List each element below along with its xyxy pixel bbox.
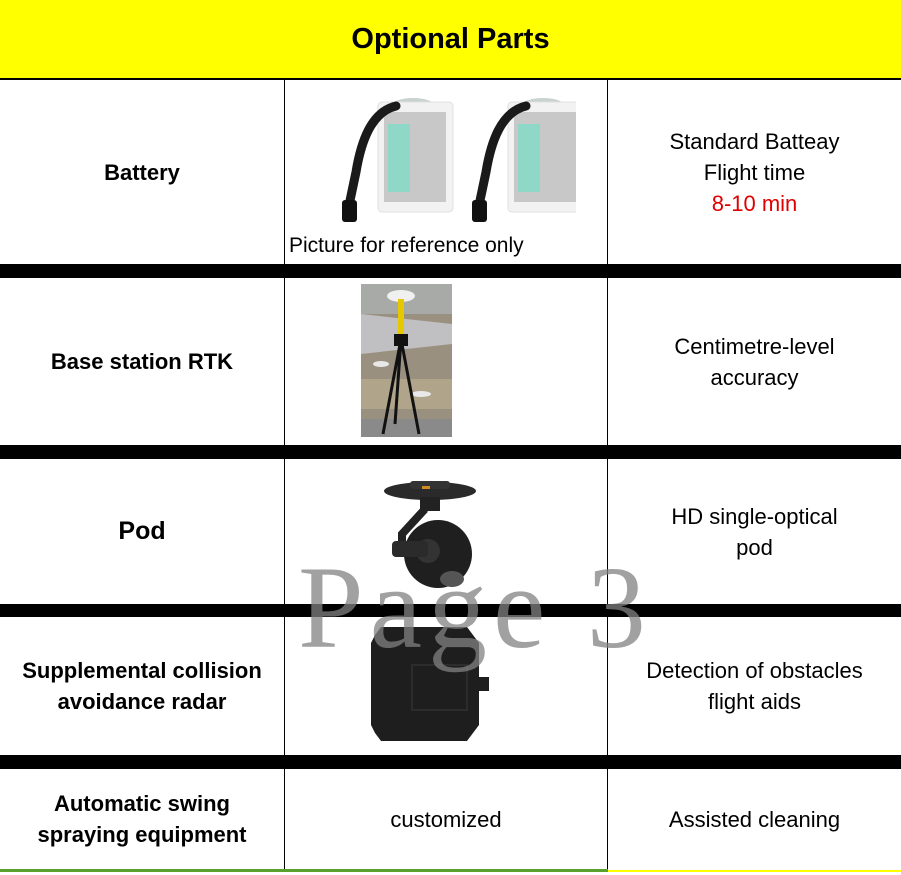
row-label-battery: Battery bbox=[0, 80, 284, 264]
radar-image-cell bbox=[285, 617, 607, 755]
label-text: Pod bbox=[118, 517, 166, 545]
description-line: Assisted cleaning bbox=[668, 806, 841, 832]
row-label-spraying: Automatic swing spraying equipment bbox=[0, 769, 284, 869]
row-label-radar: Supplemental collision avoidance radar bbox=[0, 617, 284, 755]
rtk-description: Centimetre-level accuracy bbox=[608, 278, 901, 445]
label-line: Supplemental collision bbox=[22, 658, 262, 683]
page-title: Optional Parts bbox=[0, 0, 901, 78]
flight-time-value: 8-10 min bbox=[711, 190, 798, 216]
column-divider bbox=[284, 78, 285, 870]
description-line: Detection of obstacles bbox=[646, 658, 863, 683]
divider bbox=[0, 78, 901, 80]
divider bbox=[0, 604, 901, 617]
label-line: spraying equipment bbox=[37, 822, 247, 847]
gimbal-camera-photo-icon bbox=[384, 481, 476, 588]
rtk-image-cell bbox=[285, 278, 607, 445]
row-label-rtk: Base station RTK bbox=[0, 278, 284, 445]
label-text: Battery bbox=[104, 159, 180, 185]
description-line: Flight time bbox=[703, 159, 806, 185]
description-line: pod bbox=[736, 535, 773, 560]
battery-image-cell: Picture for reference only bbox=[285, 80, 607, 264]
radar-description: Detection of obstacles flight aids bbox=[608, 617, 901, 755]
divider bbox=[0, 264, 901, 278]
row-label-pod: Pod bbox=[0, 459, 284, 604]
spraying-description: Assisted cleaning bbox=[608, 769, 901, 869]
rtk-tripod-photo-icon bbox=[361, 284, 452, 437]
image-caption: Picture for reference only bbox=[289, 234, 524, 257]
label-line: Automatic swing bbox=[53, 791, 230, 816]
battery-description: Standard Batteay Flight time 8-10 min bbox=[608, 80, 901, 264]
customized-text: customized bbox=[390, 806, 502, 832]
bottom-border bbox=[0, 869, 608, 872]
description-line: HD single-optical bbox=[671, 504, 838, 529]
description-line: Centimetre-level bbox=[674, 333, 835, 359]
battery-pair-photo-icon bbox=[342, 98, 576, 222]
description-line: accuracy bbox=[710, 364, 799, 390]
bottom-border bbox=[608, 870, 901, 872]
description-line: flight aids bbox=[708, 689, 801, 714]
divider bbox=[0, 755, 901, 769]
pod-image-cell bbox=[285, 459, 607, 604]
pod-description: HD single-optical pod bbox=[608, 459, 901, 604]
column-divider bbox=[607, 78, 608, 870]
label-line: avoidance radar bbox=[57, 689, 227, 714]
description-line: Standard Batteay bbox=[669, 128, 840, 154]
divider bbox=[0, 445, 901, 459]
label-text: Base station RTK bbox=[50, 349, 234, 374]
spraying-middle-cell: customized bbox=[285, 769, 607, 869]
radar-box-photo-icon bbox=[371, 627, 489, 741]
